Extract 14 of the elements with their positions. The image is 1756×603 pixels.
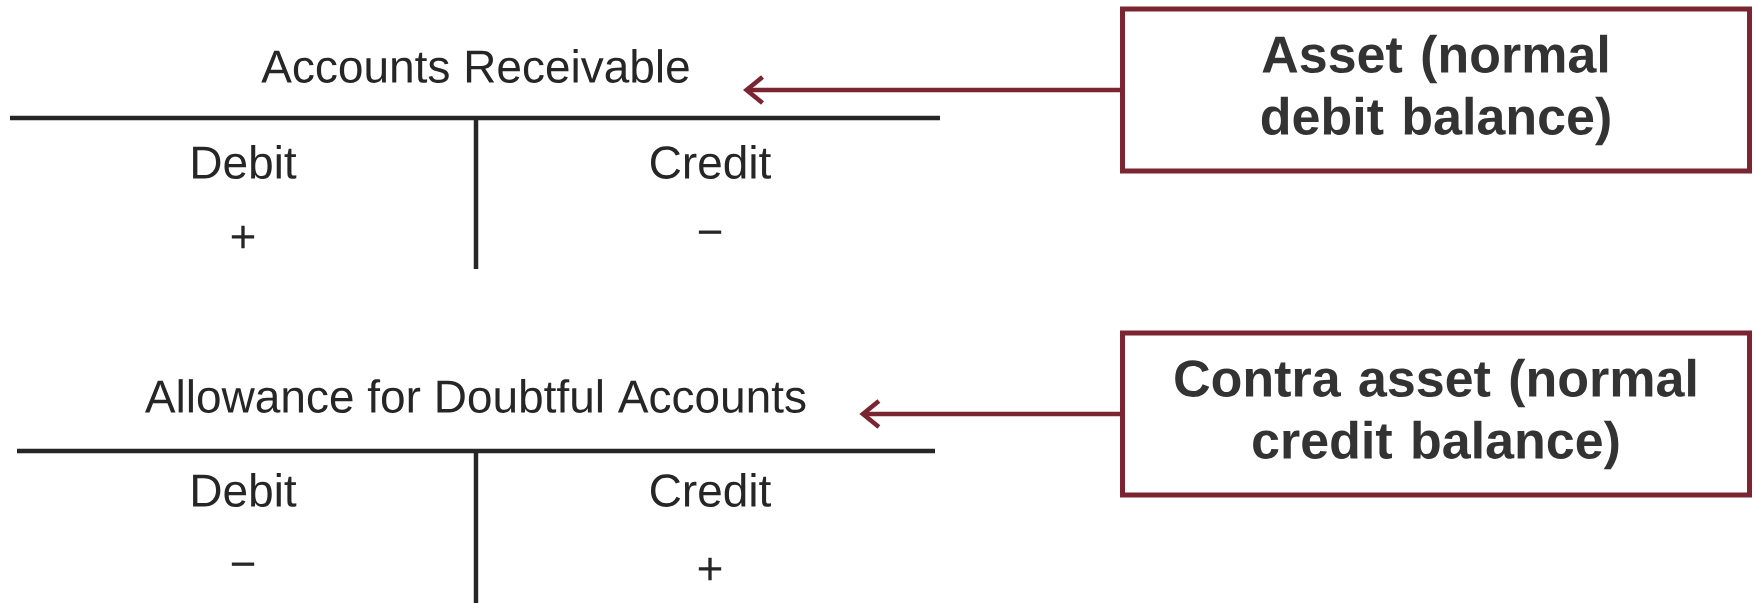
column-heading: Credit bbox=[651, 145, 771, 179]
column-heading: Debit bbox=[193, 473, 297, 507]
sign-symbol: + bbox=[698, 557, 722, 581]
arrow bbox=[859, 399, 1120, 429]
sign-symbol: − bbox=[698, 230, 722, 234]
arrow bbox=[743, 75, 1120, 105]
sign-symbol: + bbox=[231, 225, 255, 249]
column-heading: Credit bbox=[651, 473, 771, 507]
sign-symbol: − bbox=[231, 562, 255, 566]
column-heading: Debit bbox=[193, 145, 297, 179]
account-title: Accounts Receivable bbox=[261, 49, 689, 83]
text-box: Asset (normal debit balance) bbox=[1120, 6, 1752, 174]
text-box: Contra asset (normal credit balance) bbox=[1120, 330, 1752, 498]
account-title: Allowance for Doubtful Accounts bbox=[145, 379, 806, 413]
